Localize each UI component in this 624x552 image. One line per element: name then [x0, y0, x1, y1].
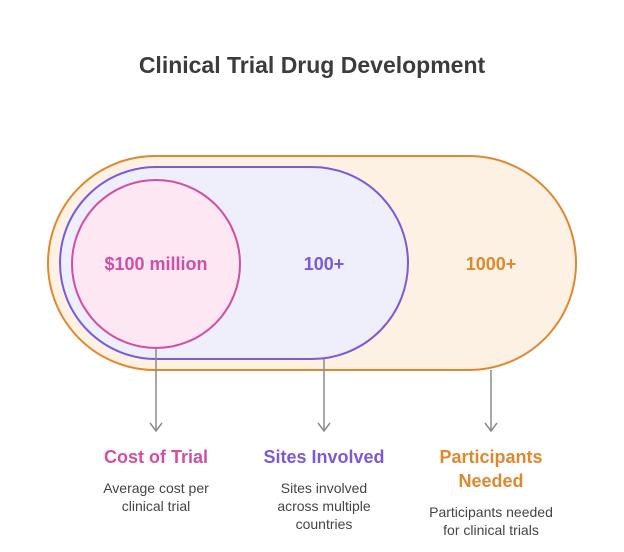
inner-value: $100 million — [104, 254, 207, 274]
caption-cost-title: Cost of Trial — [103, 447, 208, 467]
middle-value: 100+ — [304, 254, 345, 274]
caption-participants-title-line: Needed — [458, 471, 524, 491]
caption-participants-desc: Participants needed for clinical trials — [406, 503, 576, 539]
caption-participants-desc-line: for clinical trials — [443, 522, 539, 538]
caption-participants-title-line: Participants — [439, 447, 543, 467]
caption-sites-title: Sites Involved — [263, 447, 385, 467]
caption-sites: Sites Involved Sites involved across mul… — [244, 445, 404, 533]
caption-sites-desc-line: Sites involved — [280, 480, 368, 496]
page-title: Clinical Trial Drug Development — [138, 52, 486, 78]
caption-participants-desc-line: Participants needed — [429, 504, 553, 520]
caption-sites-desc: Sites involved across multiple countries — [244, 479, 404, 533]
arrow-sites — [317, 359, 331, 433]
caption-sites-desc-line: across multiple — [277, 498, 371, 514]
arrow-cost — [149, 348, 163, 433]
caption-cost-desc-line: clinical trial — [121, 498, 191, 514]
caption-participants-title: Participants Needed — [406, 445, 576, 493]
caption-cost-desc: Average cost per clinical trial — [76, 479, 236, 515]
caption-cost: Cost of Trial Average cost per clinical … — [76, 445, 236, 515]
caption-cost-desc-line: Average cost per — [103, 480, 209, 496]
arrow-participants — [484, 370, 498, 433]
caption-participants: Participants Needed Participants needed … — [406, 445, 576, 539]
caption-sites-desc-line: countries — [295, 516, 353, 532]
outer-value: 1000+ — [466, 254, 517, 274]
